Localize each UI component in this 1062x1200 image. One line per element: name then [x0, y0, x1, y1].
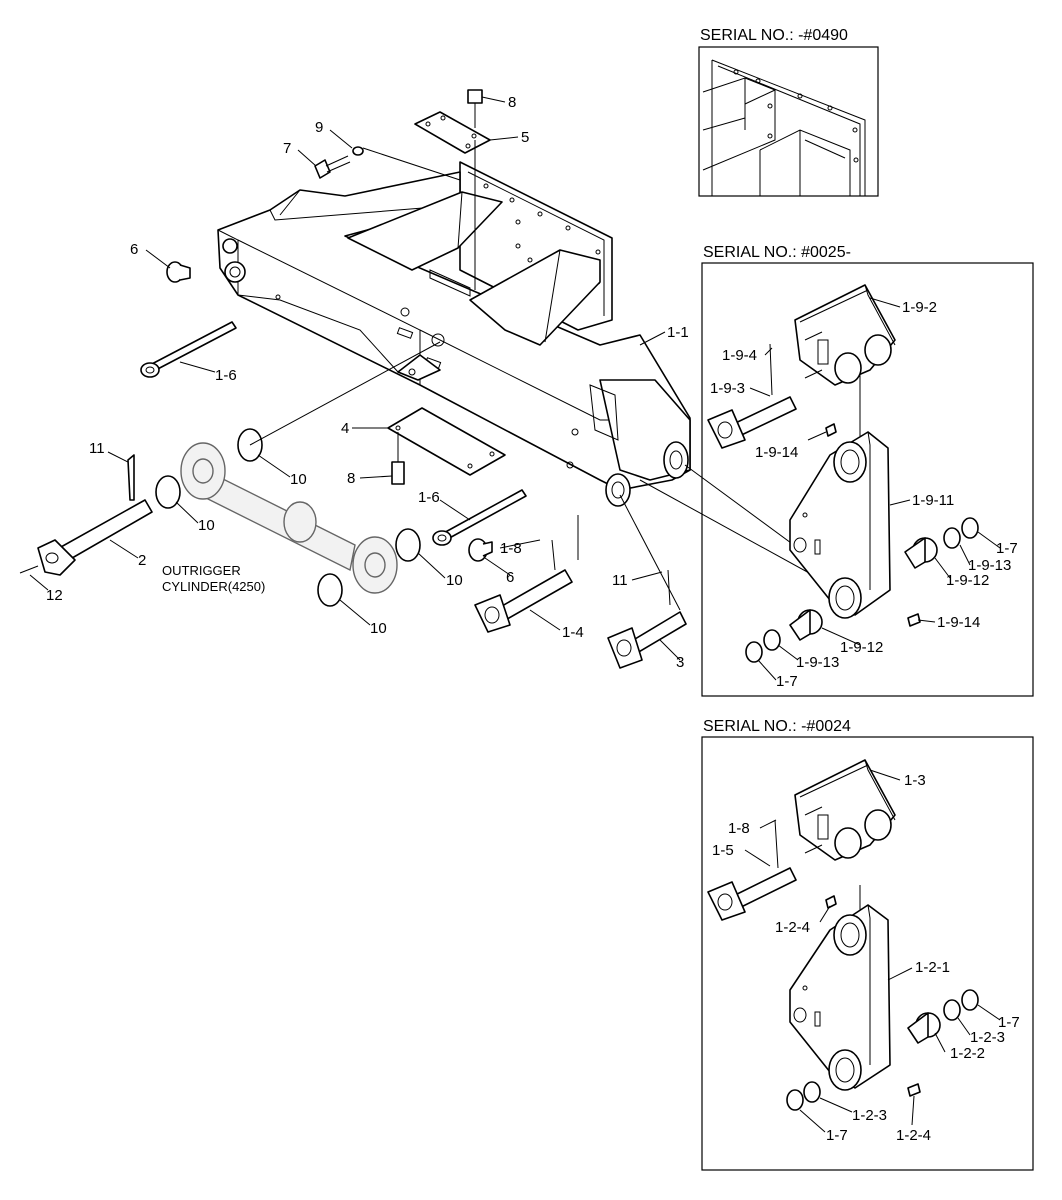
callout-4: 4 [341, 420, 349, 437]
bolt-top [467, 89, 483, 290]
inset-top-header: SERIAL NO.: -#0490 [700, 27, 848, 44]
callout-9: 9 [315, 119, 323, 136]
callout-1-6-upper: 1-6 [215, 367, 237, 384]
callout-11-left: 11 [89, 440, 105, 457]
callout-10-a: 10 [290, 471, 307, 488]
callout-1-2-4-lower: 1-2-4 [896, 1127, 931, 1144]
bolt-side [314, 146, 461, 181]
pin-right [607, 494, 687, 669]
callout-1-9-14-upper: 1-9-14 [755, 444, 798, 461]
callout-1-7-mid-a: 1-7 [996, 540, 1018, 557]
cylinder-label-line2: CYLINDER(4250) [162, 579, 265, 594]
outrigger-frame [217, 161, 691, 507]
callout-1-9-11: 1-9-11 [912, 492, 954, 509]
plug-upper [166, 261, 191, 283]
callout-5: 5 [521, 129, 529, 146]
outrigger-cylinder [180, 442, 398, 594]
callout-1-8: 1-8 [500, 540, 522, 557]
callout-3: 3 [676, 654, 684, 671]
callout-7: 7 [283, 140, 291, 157]
callout-1-2-3-b: 1-2-3 [852, 1107, 887, 1124]
callout-1-9-12-b: 1-9-12 [840, 639, 883, 656]
callout-1-8-inset: 1-8 [728, 820, 750, 837]
callout-8-lower: 8 [347, 470, 355, 487]
callout-1-2-4-upper: 1-2-4 [775, 919, 810, 936]
inset-bottom: SERIAL NO.: -#0024 [701, 718, 1034, 1171]
shim-plate [387, 407, 506, 485]
callout-12: 12 [46, 587, 63, 604]
callout-1-9-4: 1-9-4 [722, 347, 757, 364]
pin-left [19, 454, 153, 576]
cylinder-label-line1: OUTRIGGER [162, 563, 241, 578]
callout-1-4: 1-4 [562, 624, 584, 641]
cover-plate [414, 111, 491, 154]
callout-1-9-14-lower: 1-9-14 [937, 614, 980, 631]
callout-1-7-bottom-a: 1-7 [998, 1014, 1020, 1031]
callout-2: 2 [138, 552, 146, 569]
inset-mid-frame [701, 262, 1034, 697]
callout-1-2-1: 1-2-1 [915, 959, 950, 976]
pin-center [474, 539, 573, 633]
inset-top: SERIAL NO.: -#0490 [698, 27, 879, 197]
long-pin-upper [140, 321, 237, 378]
callouts: 8 5 9 7 6 1-1 1-6 4 8 11 10 10 2 12 1-6 … [46, 94, 1020, 1144]
callout-6-lower: 6 [506, 569, 514, 586]
o-ring [155, 475, 181, 509]
callout-1-9-2: 1-9-2 [902, 299, 937, 316]
inset-mid-sketch [707, 284, 979, 663]
callout-1-7-bottom-b: 1-7 [826, 1127, 848, 1144]
callout-1-9-12-a: 1-9-12 [946, 572, 989, 589]
callout-10-b: 10 [198, 517, 215, 534]
callout-1-3: 1-3 [904, 772, 926, 789]
callout-6-upper: 6 [130, 241, 138, 258]
callout-10-c: 10 [446, 572, 463, 589]
callout-10-d: 10 [370, 620, 387, 637]
inset-bottom-frame [701, 736, 1034, 1171]
leader-lines [29, 96, 1001, 1133]
callout-1-9-13-a: 1-9-13 [968, 557, 1011, 574]
long-pin-lower [432, 489, 527, 546]
plug-lower [468, 538, 493, 562]
o-ring [395, 528, 421, 562]
callout-1-5: 1-5 [712, 842, 734, 859]
inset-top-frame [698, 46, 879, 197]
callout-11-right: 11 [612, 572, 628, 589]
callout-1-9-3: 1-9-3 [710, 380, 745, 397]
callout-1-1: 1-1 [667, 324, 689, 341]
callout-8-upper: 8 [508, 94, 516, 111]
inset-bottom-header: SERIAL NO.: -#0024 [703, 718, 851, 735]
inset-mid-header: SERIAL NO.: #0025- [703, 244, 851, 261]
inset-top-sketch [702, 59, 866, 196]
o-ring [317, 573, 343, 607]
callout-1-9-13-b: 1-9-13 [796, 654, 839, 671]
callout-1-2-3-a: 1-2-3 [970, 1029, 1005, 1046]
callout-1-6-lower: 1-6 [418, 489, 440, 506]
inset-bottom-sketch [707, 759, 979, 1111]
inset-mid: SERIAL NO.: #0025- [701, 244, 1034, 697]
callout-1-7-mid-b: 1-7 [776, 673, 798, 690]
callout-1-2-2: 1-2-2 [950, 1045, 985, 1062]
